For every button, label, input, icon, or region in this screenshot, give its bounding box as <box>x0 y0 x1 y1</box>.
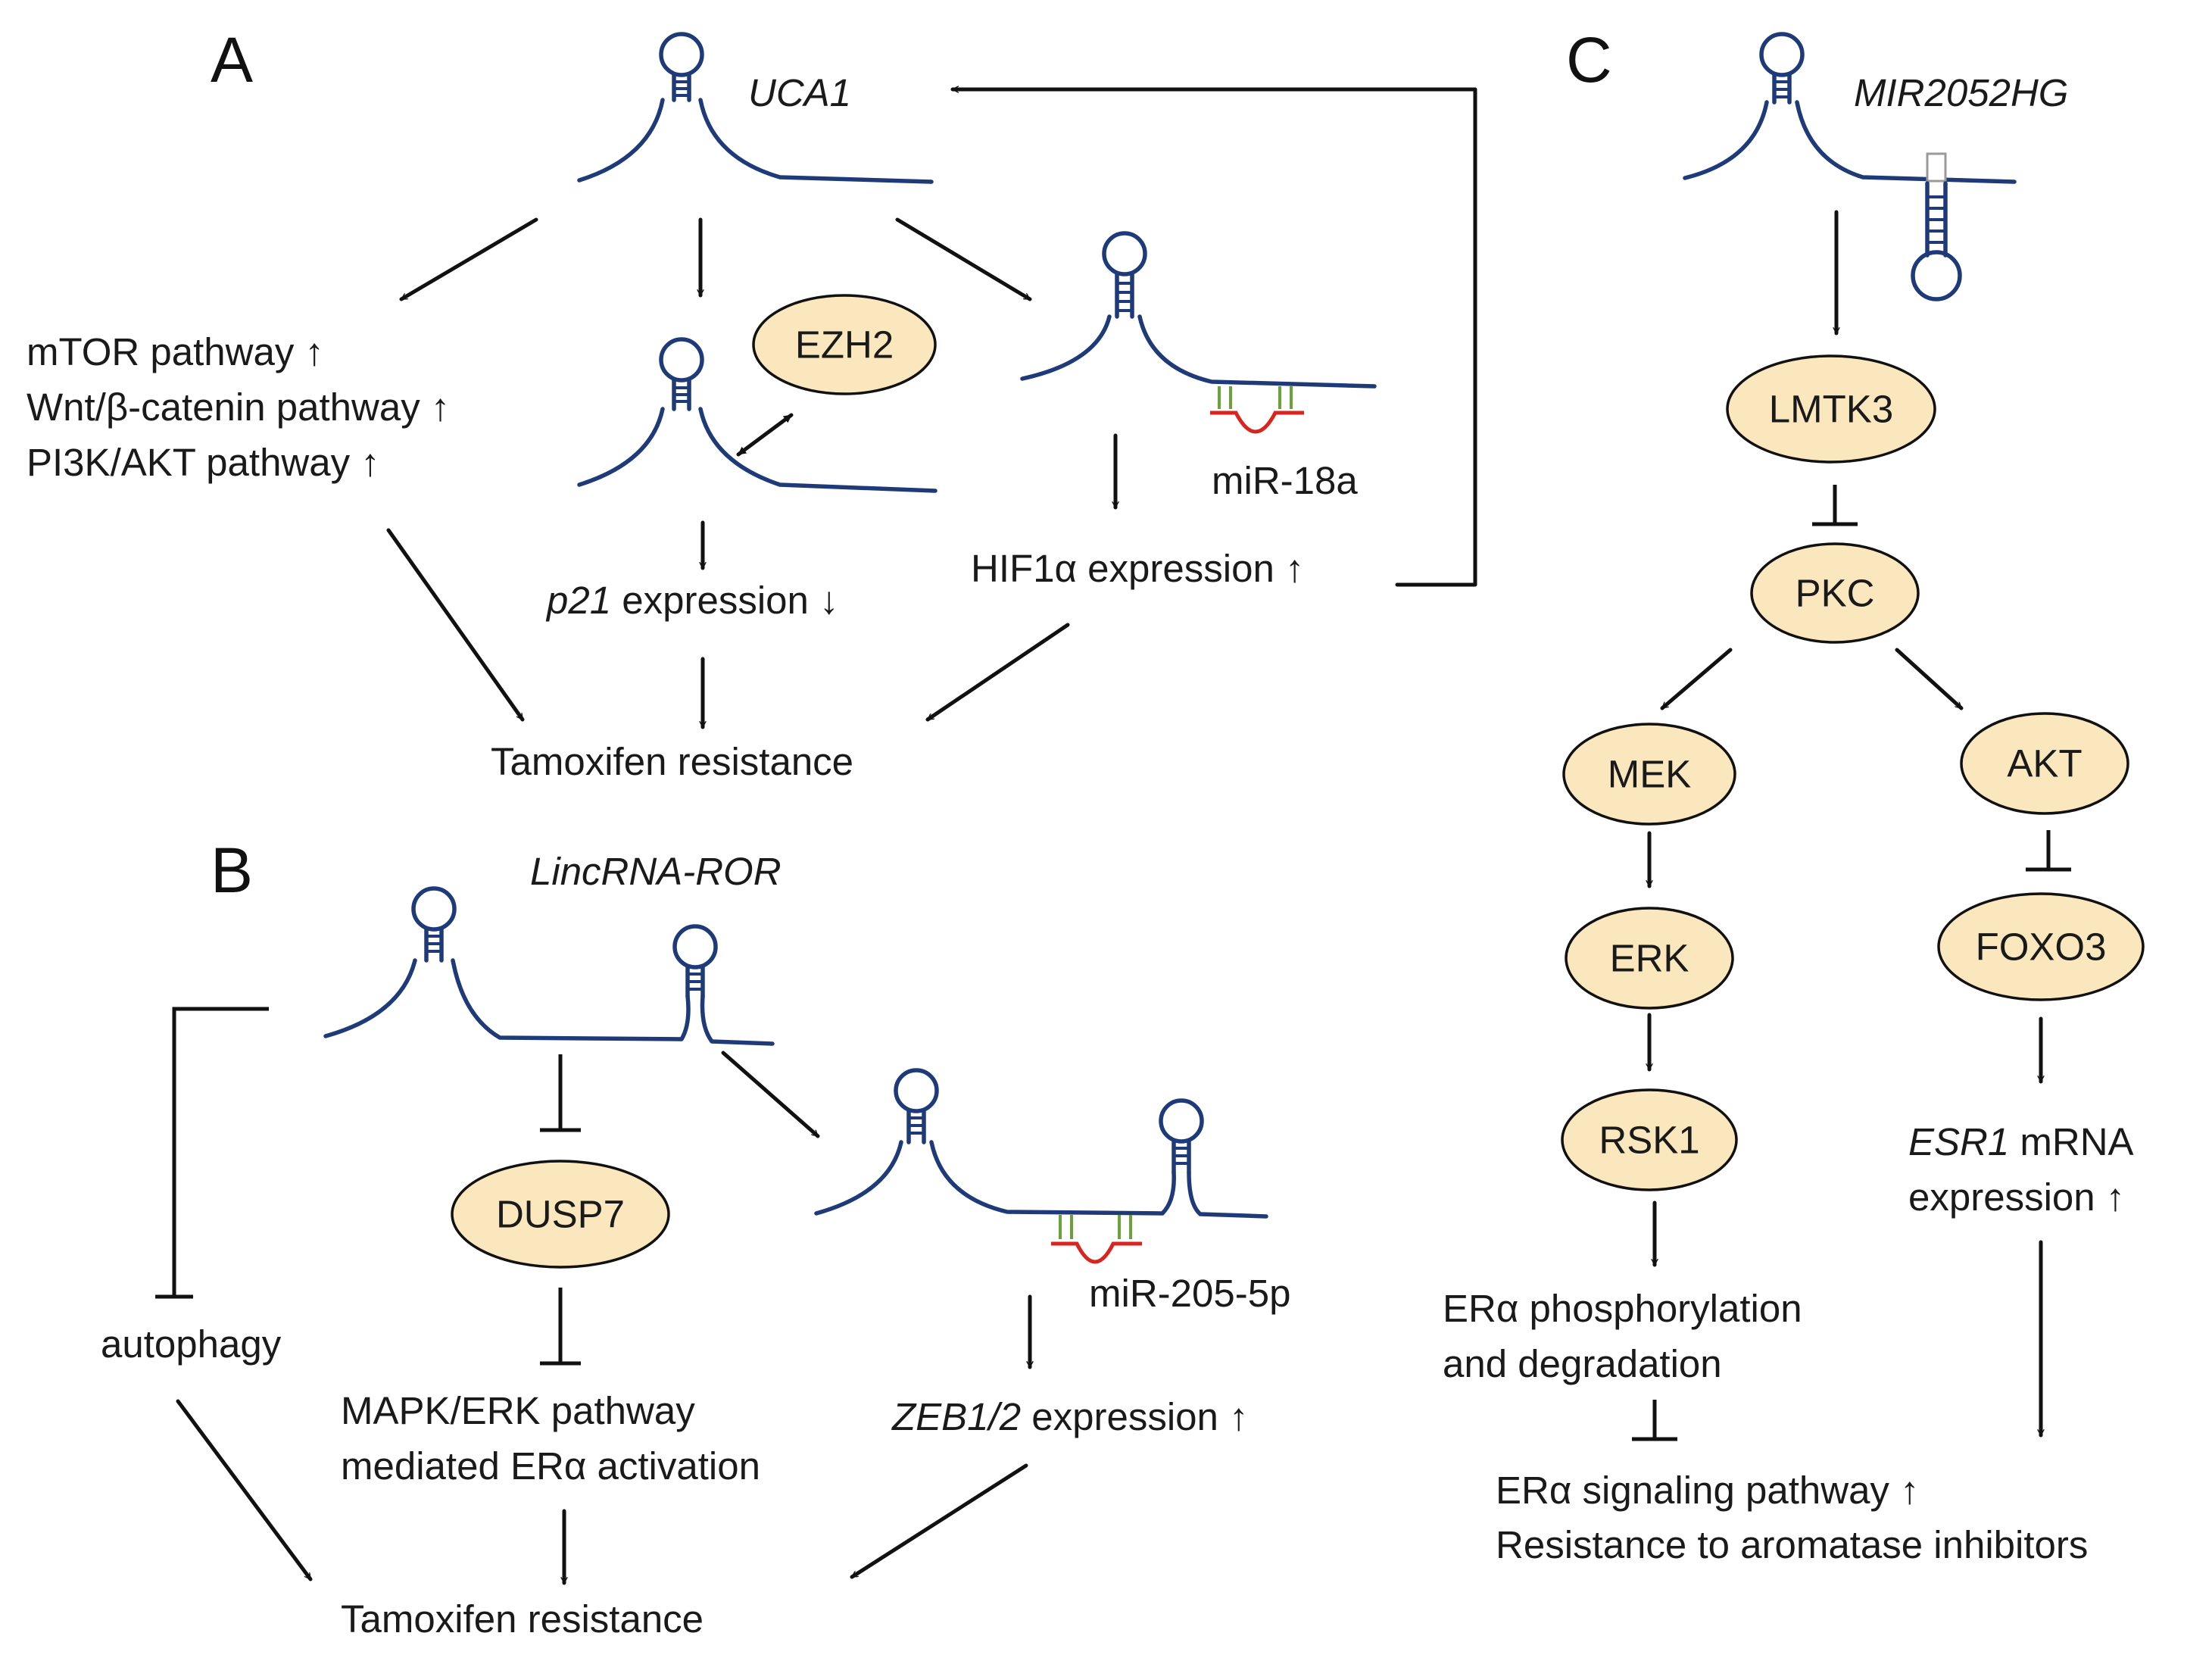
inhibit-era-signaling <box>1632 1400 1677 1441</box>
arrow-pkc-to-akt <box>1895 648 1964 710</box>
inhibit-dusp7 <box>540 1054 581 1132</box>
lincrna-ror-gene-label: LincRNA-ROR <box>530 850 782 893</box>
arrow-pathways-to-resistance <box>386 528 525 722</box>
mir-205-5p-label: miR-205-5p <box>1089 1272 1290 1315</box>
mir-205-5p-icon <box>1051 1215 1142 1264</box>
era-signaling-outcome: ERα signaling pathway ↑ <box>1496 1469 1920 1512</box>
arrow-autophagy-to-resistance <box>176 1399 313 1581</box>
arrow-uca1-to-pathways <box>399 217 538 301</box>
mek-node: MEK <box>1562 723 1736 826</box>
mapk-line-1: MAPK/ERK pathway <box>341 1389 695 1432</box>
inhibit-mapk <box>540 1288 581 1366</box>
uca1-rna-icon <box>577 32 934 184</box>
uca1-mir18a-rna-icon <box>1020 231 1377 389</box>
lmtk3-node: LMTK3 <box>1726 354 1936 464</box>
panel-a-label: A <box>211 24 253 95</box>
foxo3-label: FOXO3 <box>1976 926 2107 969</box>
aromatase-resistance-outcome: Resistance to aromatase inhibitors <box>1496 1523 2088 1566</box>
mir2052hg-gene-label: MIR2052HG <box>1854 71 2068 114</box>
phosphorylation-line-2: and degradation <box>1443 1342 1722 1385</box>
dusp7-node: DUSP7 <box>451 1160 670 1269</box>
mir-18a-icon <box>1210 386 1304 434</box>
mek-label: MEK <box>1608 753 1692 796</box>
akt-node: AKT <box>1960 712 2129 815</box>
autophagy-label: autophagy <box>101 1322 282 1366</box>
mir-18a-label: miR-18a <box>1212 459 1358 502</box>
p21-expression: p21 expression ↓ <box>545 579 839 622</box>
panel-c-label: C <box>1566 24 1612 95</box>
erk-node: ERK <box>1565 907 1734 1010</box>
erk-label: ERK <box>1610 937 1689 980</box>
uca1-ezh2-rna-icon <box>577 337 938 493</box>
pathway-wnt: Wnt/β-catenin pathway ↑ <box>27 386 450 429</box>
panel-b: B LincRNA-ROR autophagy DUSP7 <box>101 835 1290 1641</box>
panel-a-outcome: Tamoxifen resistance <box>491 740 853 783</box>
inhibit-pkc <box>1812 485 1858 526</box>
arrow-pkc-to-mek <box>1660 648 1733 710</box>
esr1-line-1: ESR1 mRNA <box>1908 1120 2134 1163</box>
rsk1-node: RSK1 <box>1561 1088 1738 1191</box>
lmtk3-label: LMTK3 <box>1769 388 1893 431</box>
inhibit-autophagy-line <box>172 1007 269 1297</box>
ezh2-node: EZH2 <box>752 294 937 395</box>
pkc-label: PKC <box>1795 572 1875 615</box>
phosphorylation-line-1: ERα phosphorylation <box>1443 1287 1802 1330</box>
arrow-hif-to-resistance <box>925 623 1070 722</box>
lincrna-ror-mir205-rna-icon <box>814 1068 1268 1219</box>
foxo3-node: FOXO3 <box>1937 892 2145 1001</box>
dusp7-label: DUSP7 <box>496 1193 625 1236</box>
pathway-mtor: mTOR pathway ↑ <box>27 330 324 373</box>
uca1-gene-label: UCA1 <box>748 71 851 114</box>
pkc-node: PKC <box>1750 542 1920 644</box>
panel-c: C MIR2052HG LMTK3 <box>1443 24 2145 1566</box>
mir2052hg-rna-icon <box>1683 32 2017 301</box>
ezh2-binding-arrow <box>736 413 794 457</box>
panel-b-label: B <box>211 835 253 906</box>
arrow-zeb-to-resistance <box>850 1463 1028 1579</box>
hif1a-expression: HIF1α expression ↑ <box>971 547 1304 590</box>
rsk1-label: RSK1 <box>1599 1119 1699 1162</box>
panel-a: A UCA1 mTOR pathway ↑ Wnt/β-catenin path… <box>27 24 1477 783</box>
panel-b-outcome: Tamoxifen resistance <box>341 1597 704 1641</box>
esr1-line-2: expression ↑ <box>1908 1176 2125 1219</box>
zeb-expression: ZEB1/2 expression ↑ <box>891 1395 1249 1438</box>
akt-label: AKT <box>2007 742 2082 785</box>
arrow-ror-to-mirna-sponge <box>721 1051 820 1138</box>
mapk-line-2: mediated ERα activation <box>341 1444 760 1488</box>
ezh2-label: EZH2 <box>795 323 894 367</box>
inhibit-foxo3 <box>2026 830 2071 872</box>
lincrna-ror-rna-icon <box>323 886 775 1046</box>
pathway-pi3k: PI3K/AKT pathway ↑ <box>27 441 380 484</box>
arrow-uca1-to-mirna-sponge <box>895 217 1032 301</box>
hif1a-feedback-arrow <box>950 89 1477 587</box>
